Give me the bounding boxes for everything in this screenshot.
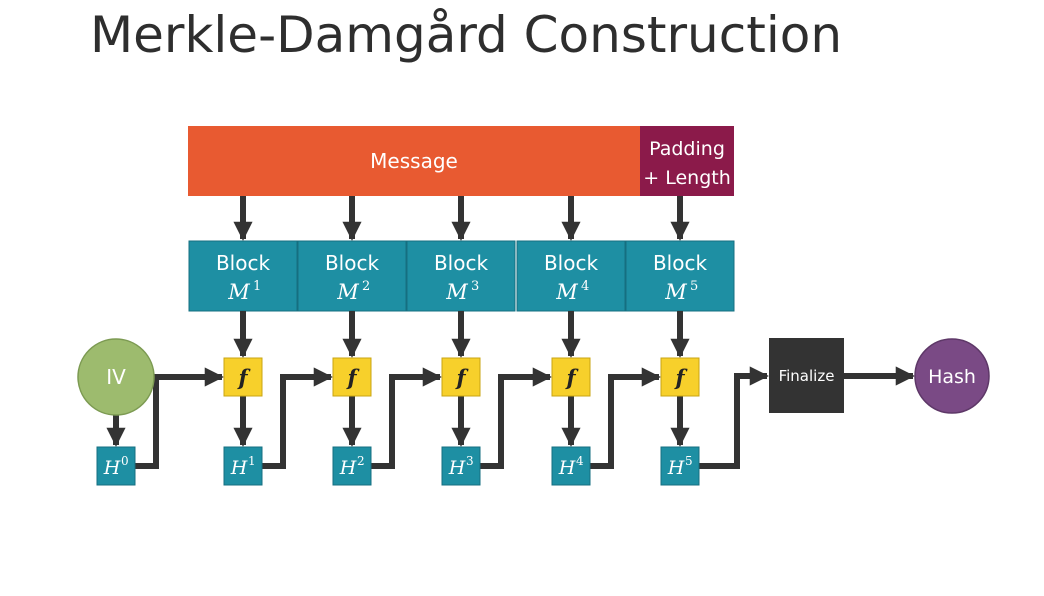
iv-circle [77, 338, 155, 416]
finalize-label: Finalize [779, 367, 835, 385]
state-rect [551, 446, 591, 486]
block-superscript: 1 [253, 279, 261, 294]
state-superscript: 0 [121, 454, 129, 468]
block-variable: M [664, 280, 687, 304]
block-variable: M [336, 280, 359, 304]
block-rect [188, 240, 298, 312]
block-label: Block [653, 251, 708, 275]
block-variable: M [555, 280, 578, 304]
state-superscript: 5 [685, 454, 693, 468]
state-rect [332, 446, 372, 486]
block-variable: M [227, 280, 250, 304]
state-variable: H [230, 457, 248, 479]
f-rect [223, 357, 263, 397]
padding-rect [640, 126, 734, 196]
block-variable: M [445, 280, 468, 304]
arrow-h1-to-f2 [262, 367, 333, 469]
arrow-h0-to-f1 [135, 367, 224, 469]
state-variable: H [558, 457, 576, 479]
state-superscript: 4 [576, 454, 584, 468]
state-superscript: 3 [466, 454, 474, 468]
compression-f-2: f [332, 357, 372, 397]
hash-label: Hash [928, 366, 976, 388]
finalize-box: Finalize [769, 338, 844, 413]
f-rect [551, 357, 591, 397]
message-rect [188, 126, 640, 196]
iv-label: IV [106, 365, 126, 389]
state-rect [223, 446, 263, 486]
state-rect [441, 446, 481, 486]
block-label: Block [544, 251, 599, 275]
hash-circle [914, 338, 990, 414]
arrows-layer [106, 196, 915, 469]
state-rect [96, 446, 136, 486]
state-variable: H [448, 457, 466, 479]
block-superscript: 3 [471, 279, 479, 294]
compression-f-5: f [660, 357, 700, 397]
message-label: Message [370, 149, 458, 173]
block-superscript: 5 [690, 279, 698, 294]
block-label: Block [216, 251, 271, 275]
padding-label-line1: Padding [649, 138, 725, 160]
page-title: Merkle-Damgård Construction [90, 6, 843, 64]
f-rect [332, 357, 372, 397]
state-superscript: 2 [357, 454, 365, 468]
block-label: Block [325, 251, 380, 275]
arrow-h5-to-finalize [699, 366, 769, 469]
compression-f-3: f [441, 357, 481, 397]
compression-f-1: f [223, 357, 263, 397]
padding-label-line2: + Length [643, 167, 731, 189]
block-label: Block [434, 251, 489, 275]
arrow-h2-to-f3 [371, 367, 442, 469]
finalize-rect [769, 338, 844, 413]
state-variable: H [339, 457, 357, 479]
state-rect [660, 446, 700, 486]
state-variable: H [103, 457, 121, 479]
iv-node: IV [77, 338, 155, 416]
compression-f-4: f [551, 357, 591, 397]
state-superscript: 1 [248, 454, 256, 468]
state-variable: H [667, 457, 685, 479]
f-rect [660, 357, 700, 397]
f-rect [441, 357, 481, 397]
block-superscript: 2 [362, 279, 370, 294]
padding-box: Padding + Length [640, 126, 734, 196]
arrow-h4-to-f5 [590, 367, 661, 469]
block-superscript: 4 [581, 279, 589, 294]
hash-node: Hash [914, 338, 990, 414]
arrow-h3-to-f4 [480, 367, 552, 469]
message-box: Message [188, 126, 640, 196]
